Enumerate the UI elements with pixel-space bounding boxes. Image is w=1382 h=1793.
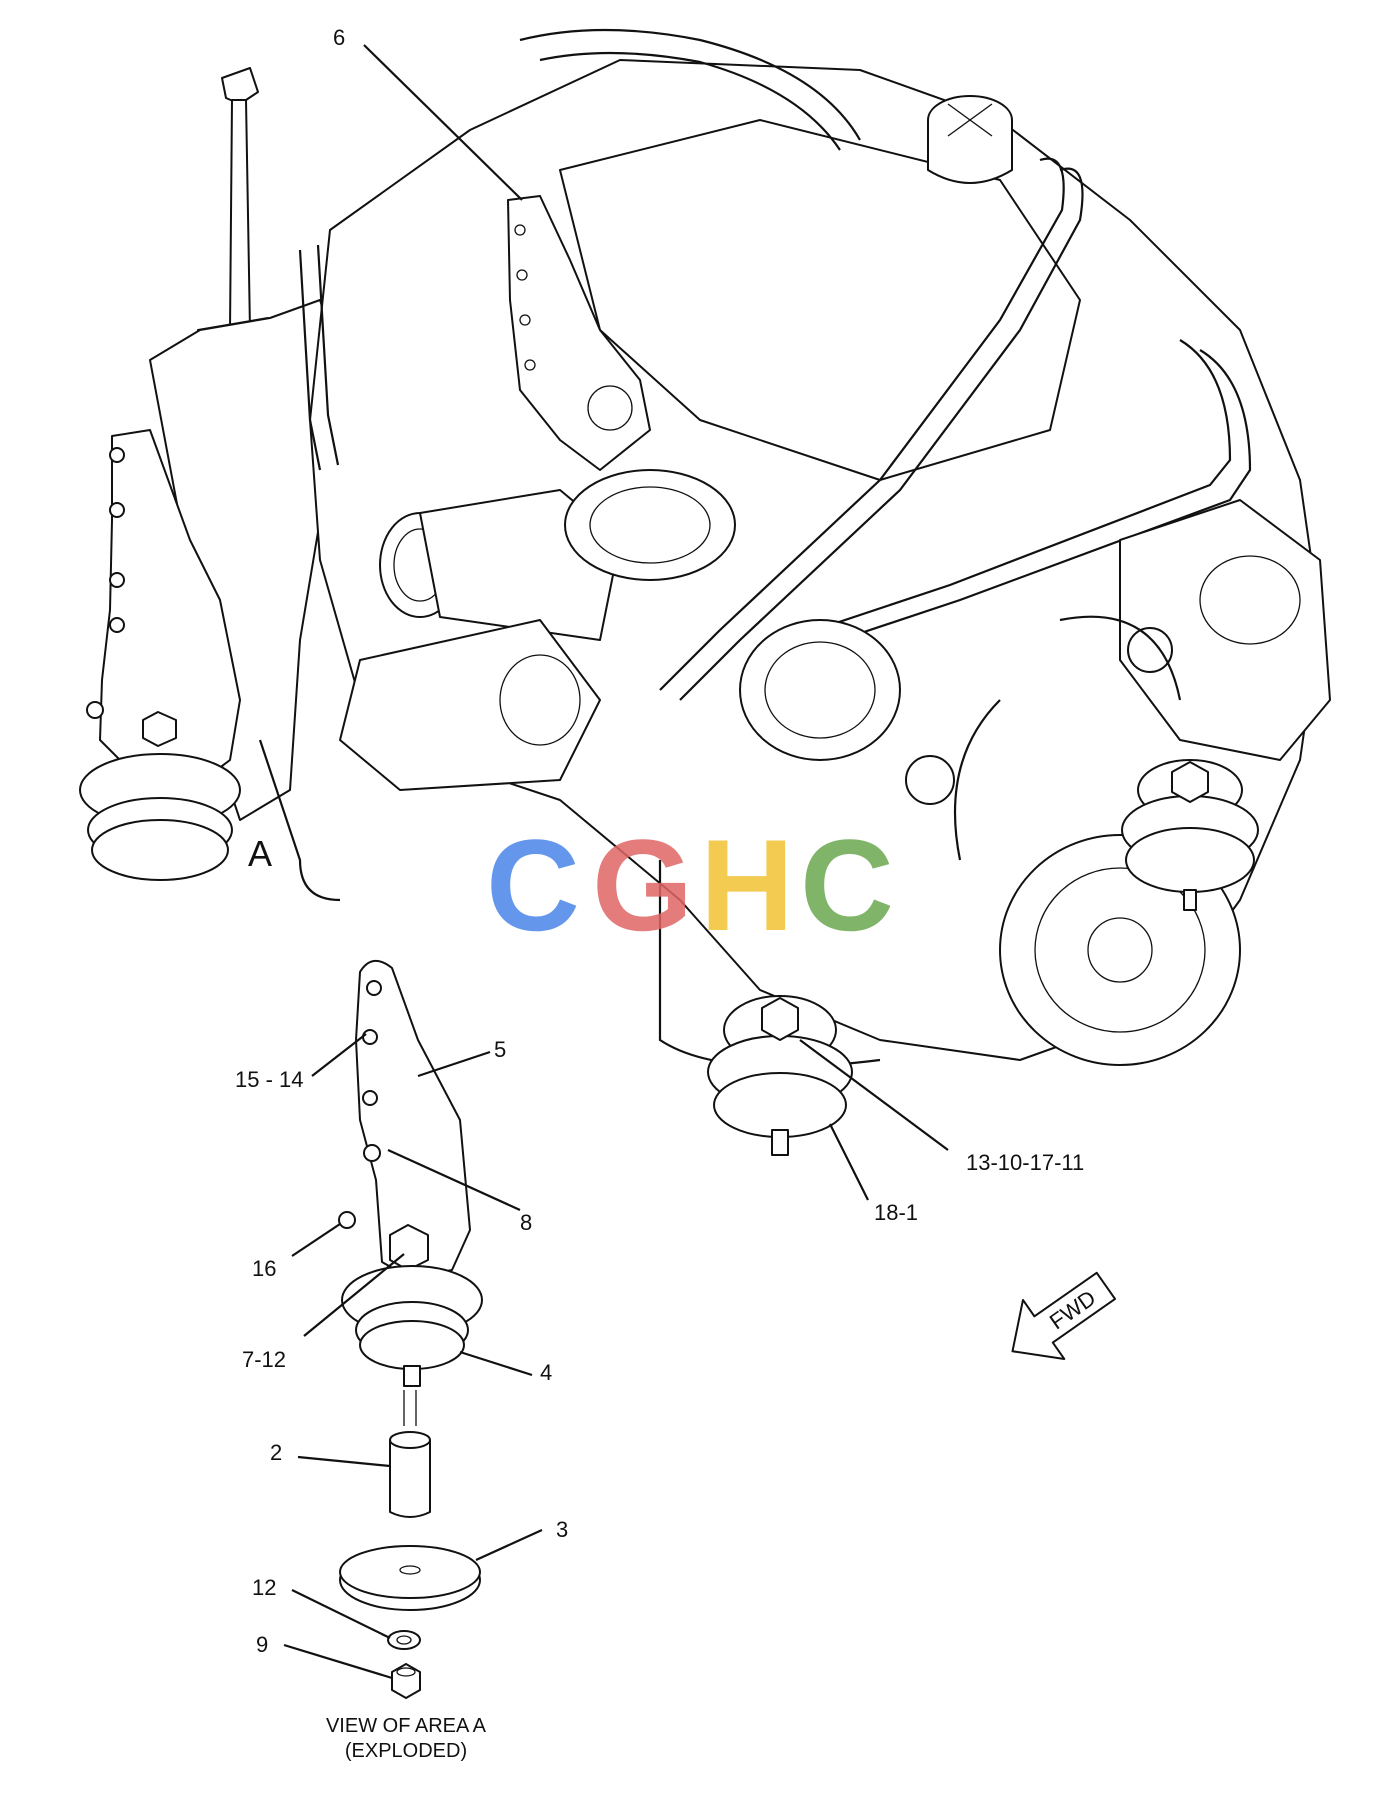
oil-fill-cap bbox=[927, 95, 1013, 184]
callout-9: 9 bbox=[256, 1632, 268, 1657]
callout-16: 16 bbox=[252, 1256, 276, 1281]
left-rear-mount bbox=[79, 429, 241, 881]
right-front-mount bbox=[1121, 759, 1259, 911]
front-cover bbox=[954, 499, 1331, 1066]
turbocharger bbox=[379, 469, 736, 641]
callout-2: 2 bbox=[270, 1440, 282, 1465]
callout-6: 6 bbox=[333, 25, 345, 50]
engine-assembly bbox=[149, 28, 1331, 1068]
callout-12: 12 bbox=[252, 1575, 276, 1600]
view-caption-line-2: (EXPLODED) bbox=[345, 1740, 467, 1762]
starter-motor bbox=[339, 619, 601, 791]
valve-cover bbox=[559, 119, 1081, 481]
small-washer bbox=[387, 1630, 421, 1650]
watermark-letter: C bbox=[486, 812, 580, 958]
callouts: 6 15 - 14 5 8 16 7-12 4 2 3 12 9 13-10-1… bbox=[235, 25, 1084, 1657]
callout-4: 4 bbox=[540, 1360, 552, 1385]
watermark-letter: H bbox=[700, 812, 794, 958]
callout-3: 3 bbox=[556, 1517, 568, 1542]
view-caption-line-1: VIEW OF AREA A bbox=[326, 1715, 487, 1737]
lifting-bracket bbox=[507, 195, 651, 471]
callout-5: 5 bbox=[494, 1037, 506, 1062]
nut bbox=[391, 1663, 421, 1699]
watermark-letter: C bbox=[800, 812, 894, 958]
exploded-view-area-a bbox=[338, 960, 483, 1699]
callout-15-14: 15 - 14 bbox=[235, 1067, 304, 1092]
fwd-arrow: FWD bbox=[1011, 1271, 1117, 1360]
callout-7-12: 7-12 bbox=[242, 1347, 286, 1372]
left-front-mount bbox=[707, 995, 853, 1156]
area-a-letter: A bbox=[248, 833, 272, 874]
cghc-watermark: C G H C bbox=[486, 812, 894, 958]
callout-18-1: 18-1 bbox=[874, 1200, 918, 1225]
spacer bbox=[389, 1439, 431, 1518]
callout-8: 8 bbox=[520, 1210, 532, 1235]
callout-13-10-17-11: 13-10-17-11 bbox=[966, 1150, 1084, 1175]
watermark-letter: G bbox=[592, 812, 693, 958]
leader-lines bbox=[283, 44, 949, 1680]
mount-bracket bbox=[355, 960, 471, 1279]
alternator bbox=[739, 619, 955, 805]
